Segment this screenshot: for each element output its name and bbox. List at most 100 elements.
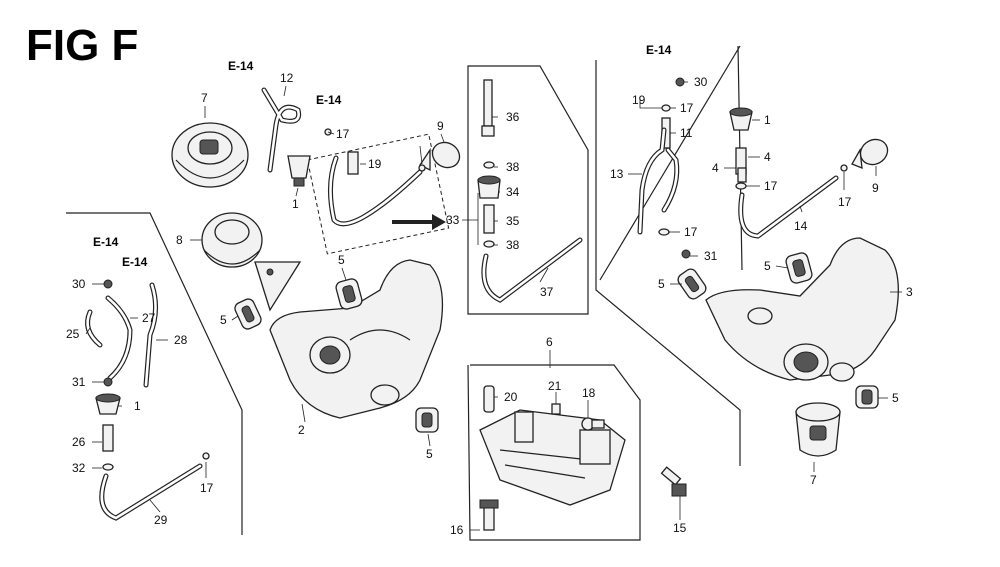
arrow-icon — [392, 214, 446, 230]
callout-number: 16 — [450, 523, 464, 537]
primer-bulb-icon — [419, 141, 461, 172]
clip-icon — [103, 279, 113, 289]
callout-number: 31 — [704, 249, 718, 263]
fuel-hose-icon — [99, 463, 203, 521]
clip-icon — [483, 161, 495, 169]
callout-number: 38 — [506, 238, 520, 252]
grommet-icon — [785, 252, 813, 284]
fuel-hose-icon — [328, 155, 423, 227]
clip-icon — [735, 182, 747, 190]
callout-number: 4 — [764, 150, 771, 164]
clip-icon — [102, 463, 114, 471]
fuel-cap-icon — [171, 122, 249, 188]
callout-number: 33 — [446, 213, 460, 227]
grommet-icon — [677, 268, 707, 300]
clip-icon — [681, 249, 691, 259]
clip-icon — [418, 164, 426, 172]
callout-number: 36 — [506, 110, 520, 124]
fuel-filter-icon — [737, 167, 747, 183]
primer-bulb-icon — [95, 393, 121, 415]
callout-number: 7 — [201, 91, 208, 105]
right-section-border-left — [595, 60, 741, 466]
callout-number: 17 — [680, 101, 694, 115]
callout-number: 8 — [176, 233, 183, 247]
callout-number: 31 — [72, 375, 86, 389]
fuel-filter-icon — [483, 204, 495, 234]
fuel-hose-icon — [481, 237, 583, 303]
clip-icon — [661, 104, 671, 112]
callout-numbers: 7 12 17 1 19 9 8 5 2 5 5 36 38 34 33 35 … — [66, 71, 913, 537]
callout-number: 26 — [72, 435, 86, 449]
callout-number: 13 — [610, 167, 624, 181]
callout-number: 4 — [712, 161, 719, 175]
left-section-border — [66, 212, 243, 535]
bracket-icon — [479, 409, 626, 506]
callout-number: 17 — [684, 225, 698, 239]
ref-label: E-14 — [646, 43, 672, 57]
callout-number: 17 — [838, 195, 852, 209]
callout-number: 7 — [810, 473, 817, 487]
fuel-tank-icon — [269, 259, 444, 419]
bolt-icon — [660, 466, 687, 497]
callout-number: 20 — [504, 390, 518, 404]
callout-number: 29 — [154, 513, 168, 527]
clip-icon — [202, 452, 210, 460]
callout-number: 32 — [72, 461, 86, 475]
grommet-icon — [335, 278, 363, 310]
callout-number: 5 — [764, 259, 771, 273]
callout-number: 6 — [546, 335, 553, 349]
hose-kit-dashed-box — [306, 133, 450, 255]
fuel-hose-icon — [143, 282, 158, 388]
fuel-filter-icon — [287, 155, 311, 187]
clip-icon — [840, 164, 848, 172]
right-diagonal-line — [599, 45, 741, 281]
callout-number: 9 — [437, 119, 444, 133]
grommet-icon — [855, 385, 879, 409]
clip-icon — [658, 228, 670, 236]
leader-lines — [85, 81, 902, 531]
callout-number: 12 — [280, 71, 294, 85]
callout-number: 19 — [368, 157, 382, 171]
callout-number: 1 — [292, 197, 299, 211]
fuel-tank-icon — [705, 237, 899, 382]
primer-bulb-icon — [851, 138, 889, 170]
callout-number: 1 — [134, 399, 141, 413]
fuel-hose-icon — [85, 309, 103, 348]
fuel-hose-icon — [738, 175, 839, 239]
bolt-icon — [479, 499, 499, 531]
primer-bulb-icon — [477, 175, 501, 199]
callout-number: 21 — [548, 379, 562, 393]
primer-bulb-icon — [729, 107, 753, 131]
callout-number: 17 — [336, 127, 350, 141]
clip-icon — [483, 385, 495, 413]
clip-icon — [347, 151, 359, 175]
clip-icon — [551, 403, 561, 415]
fuel-cap-icon — [201, 212, 302, 312]
figure-title: FIG F — [26, 21, 138, 70]
callout-number: 5 — [338, 253, 345, 267]
bolt-icon — [581, 417, 605, 431]
fuel-hose-icon — [261, 87, 302, 173]
callout-number: 34 — [506, 185, 520, 199]
callout-number: 17 — [764, 179, 778, 193]
fuel-hose-icon — [661, 147, 680, 213]
callout-number: 5 — [426, 447, 433, 461]
callout-number: 30 — [72, 277, 86, 291]
callout-number: 17 — [200, 481, 214, 495]
center-kit-border — [467, 65, 589, 315]
callout-number: 25 — [66, 327, 80, 341]
callout-number: 9 — [872, 181, 879, 195]
clip-icon — [483, 240, 495, 248]
grommet-icon — [415, 407, 439, 433]
ref-label: E-14 — [93, 235, 119, 249]
callout-number: 28 — [174, 333, 188, 347]
callout-number: 18 — [582, 386, 596, 400]
fuel-filter-icon — [102, 424, 114, 452]
reference-labels: E-14 E-14 E-14 E-14 E-14 — [93, 43, 672, 269]
callout-number: 5 — [892, 391, 899, 405]
callout-number: 19 — [632, 93, 646, 107]
clip-icon — [675, 77, 685, 87]
callout-number: 2 — [298, 423, 305, 437]
callout-number: 5 — [658, 277, 665, 291]
